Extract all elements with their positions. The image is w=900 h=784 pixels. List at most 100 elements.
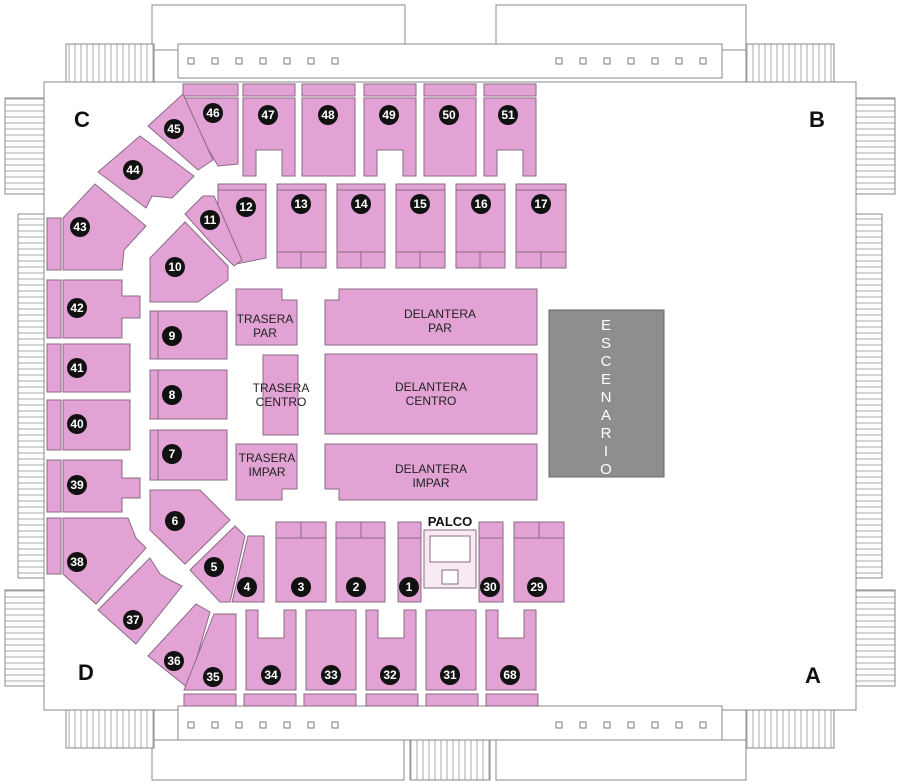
section-13[interactable] [276,183,327,269]
section-36[interactable] [147,603,211,689]
section-badge[interactable]: 8 [162,385,182,405]
section-17[interactable] [515,183,567,269]
section-number: 7 [169,447,176,461]
section-3[interactable] [275,521,327,603]
section-42[interactable] [46,279,141,339]
section-badge[interactable]: 29 [527,577,547,597]
section-9[interactable] [149,310,228,360]
palco[interactable]: PALCO [423,514,477,589]
section-6[interactable] [149,489,231,565]
section-badge[interactable]: 39 [67,475,87,495]
section-badge[interactable]: 32 [380,665,400,685]
section-badge[interactable]: 14 [351,194,371,214]
section-29[interactable] [513,521,565,603]
section-35[interactable] [183,613,237,707]
section-badge[interactable]: 51 [498,105,518,125]
section-badge[interactable]: 49 [379,105,399,125]
section-number: 32 [383,668,397,682]
section-badge[interactable]: 16 [471,194,491,214]
section-badge[interactable]: 11 [200,210,220,230]
section-badge[interactable]: 5 [204,557,224,577]
section-number: 14 [354,197,368,211]
section-41[interactable] [46,343,131,393]
section-badge[interactable]: 6 [165,511,185,531]
section-badge[interactable]: 15 [410,194,430,214]
stage-letter: C [601,353,612,370]
floor-label: TRASERA [253,381,310,395]
section-badge[interactable]: 48 [318,105,338,125]
section-badge[interactable]: 4 [237,577,257,597]
section-number: 2 [353,580,360,594]
section-15[interactable] [395,183,446,269]
section-badge[interactable]: 10 [165,257,185,277]
floor-delantera-centro[interactable]: DELANTERA CENTRO [324,353,538,435]
section-badge[interactable]: 35 [203,667,223,687]
section-34[interactable] [243,609,297,707]
section-number: 17 [534,197,548,211]
section-badge[interactable]: 7 [162,444,182,464]
section-badge[interactable]: 30 [480,577,500,597]
section-number: 34 [264,668,278,682]
floor-delantera-par[interactable]: DELANTERA PAR [324,288,538,346]
section-number: 36 [167,654,181,668]
section-badge[interactable]: 68 [500,665,520,685]
palco-label: PALCO [428,514,473,529]
bottom-annex-right [495,739,747,781]
stage-letter: E [601,317,611,334]
section-39[interactable] [46,459,141,513]
section-43[interactable] [46,183,147,271]
section-badge[interactable]: 43 [70,217,90,237]
section-33[interactable] [303,609,357,707]
section-14[interactable] [336,183,386,269]
section-badge[interactable]: 44 [123,160,143,180]
section-badge[interactable]: 37 [123,610,143,630]
section-number: 50 [442,108,456,122]
section-badge[interactable]: 40 [67,414,87,434]
section-16[interactable] [455,183,506,269]
section-badge[interactable]: 1 [399,577,419,597]
section-badge[interactable]: 42 [67,298,87,318]
section-badge[interactable]: 13 [291,194,311,214]
section-10[interactable] [149,221,229,303]
section-badge[interactable]: 46 [203,103,223,123]
top-concourse [177,43,723,79]
section-number: 31 [443,668,457,682]
section-badge[interactable]: 36 [164,651,184,671]
section-38[interactable] [46,517,147,605]
section-8[interactable] [149,369,228,420]
section-badge[interactable]: 12 [236,197,256,217]
section-badge[interactable]: 41 [67,358,87,378]
section-11[interactable] [184,195,243,267]
stage: E S C E N A R I O [548,309,665,478]
section-badge[interactable]: 3 [291,577,311,597]
left-wall-strip [17,213,47,579]
section-badge[interactable]: 38 [67,552,87,572]
floor-trasera-par[interactable]: TRASERA PAR [235,288,298,346]
section-68[interactable] [485,609,539,707]
floor-trasera-impar[interactable]: TRASERA IMPAR [235,443,298,501]
section-badge[interactable]: 9 [162,326,182,346]
section-badge[interactable]: 45 [164,119,184,139]
section-32[interactable] [365,609,419,707]
floor-delantera-impar[interactable]: DELANTERA IMPAR [324,443,538,501]
section-31[interactable] [425,609,479,707]
section-badge[interactable]: 33 [321,665,341,685]
section-44[interactable] [97,135,195,209]
section-37[interactable] [97,557,183,645]
section-7[interactable] [149,429,228,481]
section-badge[interactable]: 2 [346,577,366,597]
section-badge[interactable]: 31 [440,665,460,685]
section-51[interactable] [483,83,537,177]
section-number: 68 [503,668,517,682]
section-48[interactable] [301,83,356,177]
section-49[interactable] [363,83,417,177]
floor-trasera-centro[interactable]: TRASERA CENTRO [253,354,310,436]
section-40[interactable] [46,399,131,451]
section-badge[interactable]: 47 [258,105,278,125]
section-badge[interactable]: 17 [531,194,551,214]
section-badge[interactable]: 50 [439,105,459,125]
floor-label: CENTRO [256,395,307,409]
section-47[interactable] [242,83,296,177]
section-badge[interactable]: 34 [261,665,281,685]
section-50[interactable] [423,83,477,177]
